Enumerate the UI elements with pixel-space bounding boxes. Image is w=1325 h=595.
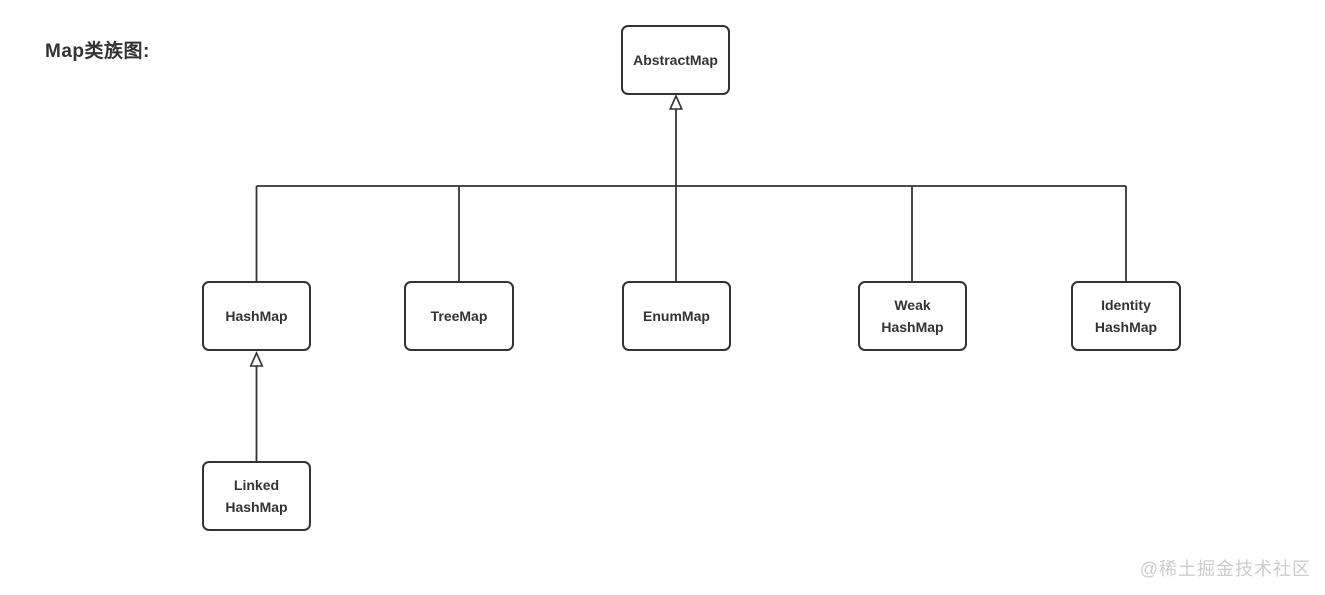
node-identityhashmap: Identity HashMap (1071, 281, 1181, 351)
node-treemap: TreeMap (404, 281, 514, 351)
node-linkedhashmap-label: Linked HashMap (225, 476, 288, 515)
node-enummap: EnumMap (622, 281, 731, 351)
node-identityhashmap-label: Identity HashMap (1094, 296, 1158, 335)
node-weakhashmap: Weak HashMap (858, 281, 967, 351)
node-hashmap: HashMap (202, 281, 311, 351)
node-abstractmap-label: AbstractMap (633, 51, 718, 68)
watermark: @稀土掘金技术社区 (1139, 559, 1311, 579)
node-abstractmap: AbstractMap (621, 25, 730, 95)
node-treemap-label: TreeMap (430, 307, 488, 324)
node-linkedhashmap: Linked HashMap (202, 461, 311, 531)
diagram-title: Map类族图: (45, 41, 150, 62)
inheritance-arrowhead-hashmap (249, 351, 264, 367)
node-hashmap-label: HashMap (225, 307, 288, 324)
inheritance-arrowhead-abstractmap (668, 94, 684, 110)
node-weakhashmap-label: Weak HashMap (881, 296, 944, 335)
node-enummap-label: EnumMap (643, 307, 710, 324)
